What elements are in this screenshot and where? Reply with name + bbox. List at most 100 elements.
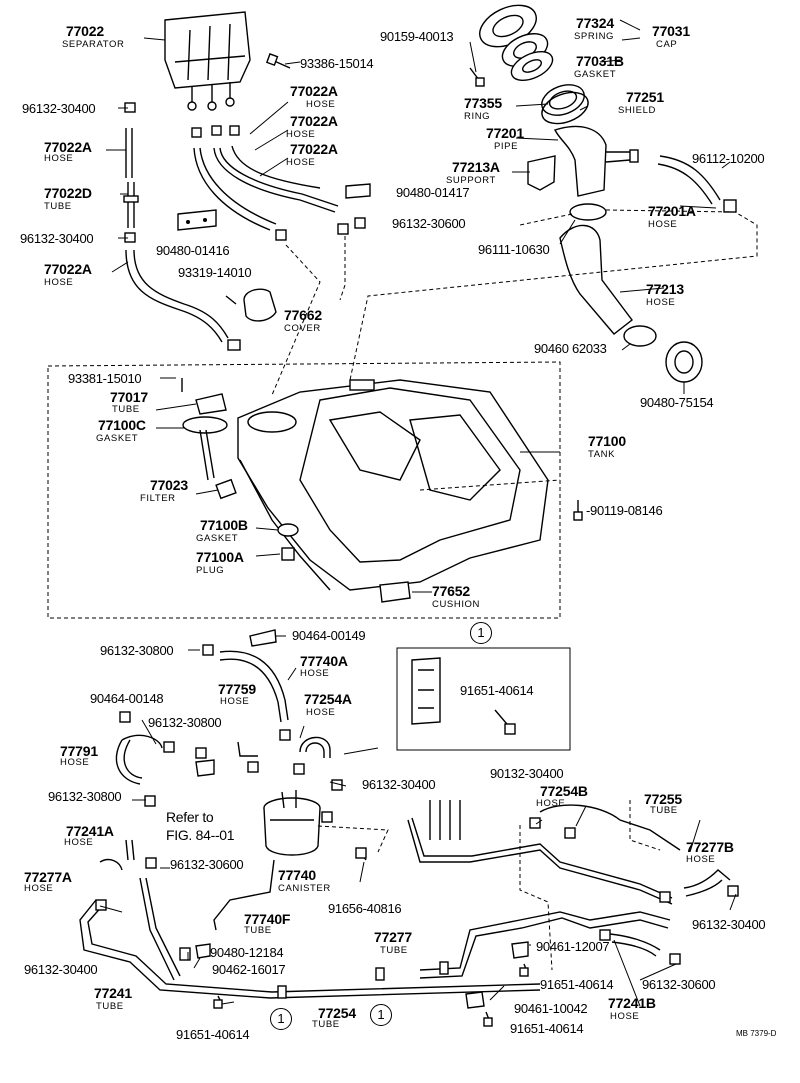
part-77201-name: PIPE	[494, 141, 519, 152]
part-77324-number: 77324	[576, 15, 614, 31]
part-77022al-name: HOSE	[44, 153, 74, 164]
part-77254b-name: HOSE	[536, 798, 566, 809]
part-77277-name: TUBE	[380, 945, 408, 956]
part-77017-number: 77017	[110, 389, 148, 405]
part-77022a2-name: HOSE	[286, 129, 316, 140]
part-77740f-number: 77740F	[244, 911, 291, 927]
part-77251-name: SHIELD	[618, 105, 656, 116]
part-77100-name: TANK	[588, 449, 616, 460]
part-93381-number: 93381-15010	[68, 371, 142, 386]
part-90480c-number: 90480-75154	[640, 395, 714, 410]
part-77254-number: 77254	[318, 1005, 356, 1021]
part-77022-name: SEPARATOR	[62, 39, 125, 50]
part-77254a-number: 77254A	[304, 691, 352, 707]
part-77255-name: TUBE	[650, 805, 678, 816]
part-93386-number: 93386-15014	[300, 56, 374, 71]
tank-drawing	[237, 379, 549, 591]
part-77100a-name: PLUG	[196, 565, 225, 576]
reference-circle-1-detail: 1	[470, 622, 492, 644]
part-77201-number: 77201	[486, 125, 524, 141]
part-90480b-number: 90480-01417	[396, 185, 470, 200]
part-77324-name: SPRING	[574, 31, 615, 42]
part-77213-name: HOSE	[646, 297, 676, 308]
part-77277a-number: 77277A	[24, 869, 72, 885]
part-90460-number: 90460 62033	[534, 341, 607, 356]
part-77031b-number: 77031B	[576, 53, 624, 69]
part-77022-number: 77022	[66, 23, 104, 39]
reference-circle-1-left: 1	[270, 1008, 292, 1030]
part-90461b-number: 90461-10042	[514, 1001, 588, 1016]
part-77213a-number: 77213A	[452, 159, 500, 175]
part-77022a1-number: 77022A	[290, 83, 338, 99]
part-77254-name: TUBE	[312, 1019, 340, 1030]
part-77100c-number: 77100C	[98, 417, 146, 433]
part-96132g-number: 96132-30400	[362, 777, 436, 792]
refer-to-line-1: Refer to	[166, 809, 214, 825]
part-77740a-number: 77740A	[300, 653, 348, 669]
part-77022a4-number: 77022A	[44, 261, 92, 277]
part-77201a-number: 77201A	[648, 203, 696, 219]
part-77100-number: 77100	[588, 433, 626, 449]
part-90159-number: 90159-40013	[380, 29, 454, 44]
part-91656-number: 91656-40816	[328, 901, 402, 916]
part-77277b-name: HOSE	[686, 854, 716, 865]
part-77017-name: TUBE	[112, 404, 140, 415]
cap-drawing	[479, 4, 554, 82]
part-77022a2-number: 77022A	[290, 113, 338, 129]
part-91651a-number: 91651-40614	[460, 683, 534, 698]
part-77100b-name: GASKET	[196, 533, 239, 544]
part-77022d-number: 77022D	[44, 185, 92, 201]
part-90461a-number: 90461-12007	[536, 939, 610, 954]
footer-code: MB 7379-D	[736, 1029, 777, 1038]
part-77759-number: 77759	[218, 681, 256, 697]
part-77254b-number: 77254B	[540, 783, 588, 799]
part-77355-name: RING	[464, 111, 491, 122]
part-96132i-number: 96132-30400	[692, 917, 766, 932]
part-90464a-number: 90464-00149	[292, 628, 366, 643]
part-77022al-number: 77022A	[44, 139, 92, 155]
part-77740a-name: HOSE	[300, 668, 330, 679]
part-96132j-number: 96132-30400	[24, 962, 98, 977]
part-91651b-number: 91651-40614	[540, 977, 614, 992]
part-96132c-number: 96132-30600	[392, 216, 466, 231]
part-77652-number: 77652	[432, 583, 470, 599]
part-77023-number: 77023	[150, 477, 188, 493]
part-77100b-number: 77100B	[200, 517, 248, 533]
part-77791-number: 77791	[60, 743, 98, 759]
part-77022a4-name: HOSE	[44, 277, 74, 288]
part-91651c-number: 91651-40614	[510, 1021, 584, 1036]
part-90132-number: 90132-30400	[490, 766, 564, 781]
part-90464b-number: 90464-00148	[90, 691, 164, 706]
part-77759-name: HOSE	[220, 696, 250, 707]
part-96132h-number: 96132-30600	[170, 857, 244, 872]
part-77100a-number: 77100A	[196, 549, 244, 565]
refer-to-line-2: FIG. 84--01	[166, 827, 235, 843]
part-77241-name: TUBE	[96, 1001, 124, 1012]
part-90462-number: 90462-16017	[212, 962, 286, 977]
part-96132k-number: 96132-30600	[642, 977, 716, 992]
part-77241b-number: 77241B	[608, 995, 656, 1011]
part-96132e-number: 96132-30800	[148, 715, 222, 730]
part-96132d-number: 96132-30800	[100, 643, 174, 658]
part-77740-number: 77740	[278, 867, 316, 883]
part-77355-number: 77355	[464, 95, 502, 111]
part-77662-name: COVER	[284, 323, 321, 334]
part-90480d-number: 90480-12184	[210, 945, 284, 960]
part-77022d-name: TUBE	[44, 201, 72, 212]
part-77201a-name: HOSE	[648, 219, 678, 230]
part-96112-number: 96112-10200	[692, 151, 765, 166]
part-77652-name: CUSHION	[432, 599, 481, 610]
reference-circle-1-mid: 1	[370, 1004, 392, 1026]
part-77213a-name: SUPPORT	[446, 175, 496, 186]
part-77241b-name: HOSE	[610, 1011, 640, 1022]
part-77277b-number: 77277B	[686, 839, 734, 855]
part-77022a3-number: 77022A	[290, 141, 338, 157]
part-77255-number: 77255	[644, 791, 682, 807]
part-77031b-name: GASKET	[574, 69, 617, 80]
part-77241a-name: HOSE	[64, 837, 94, 848]
separator-drawing	[164, 11, 251, 111]
part-96132b-number: 96132-30400	[20, 231, 94, 246]
part-96111-number: 96111-10630	[478, 242, 550, 257]
